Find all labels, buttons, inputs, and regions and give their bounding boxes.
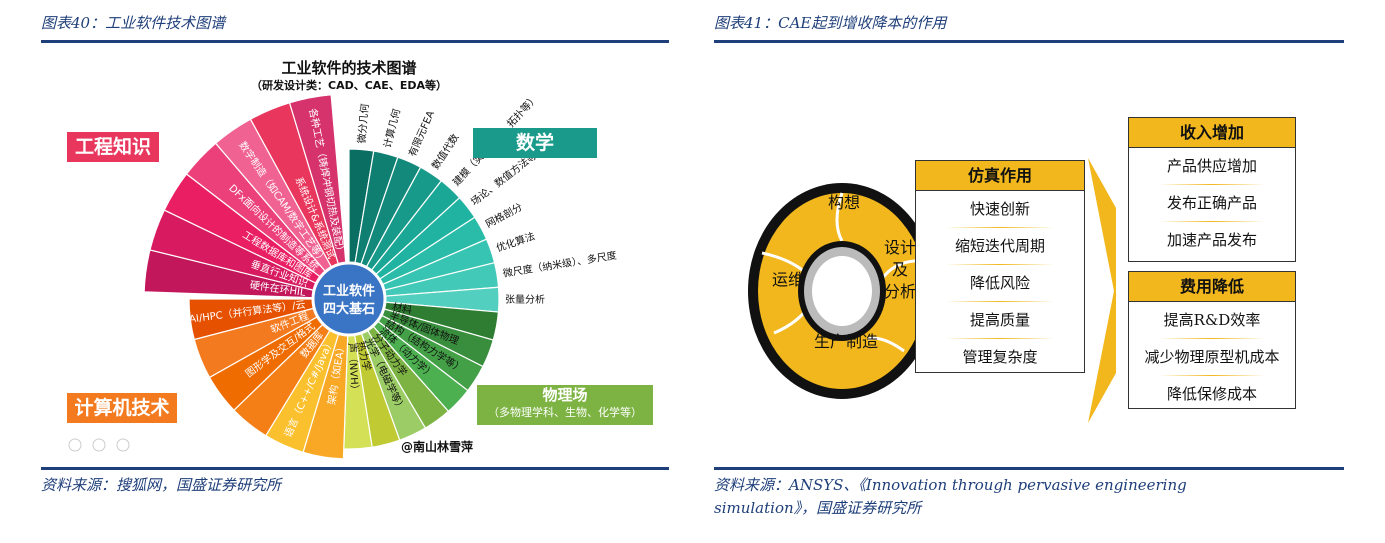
- sim-item: 快速创新: [969, 200, 1030, 218]
- math-label: 数值代数: [429, 131, 462, 172]
- flag-math: 数学: [473, 128, 597, 158]
- sim-box-title: 仿真作用: [916, 161, 1084, 191]
- center-label-line2: 四大基石: [323, 301, 375, 317]
- income-item: 加速产品发布: [1166, 231, 1257, 249]
- math-label: 计算几何: [381, 107, 403, 149]
- left-source-rule: [41, 467, 669, 470]
- physics-label: 声（NVH）: [346, 343, 362, 396]
- sim-box: 仿真作用 快速创新 缩短迭代周期 降低风险 提高质量 管理复杂度: [915, 160, 1085, 373]
- zoom-in-icon: [92, 438, 106, 452]
- income-box-title: 收入增加: [1129, 118, 1295, 148]
- cycle-hole: [812, 256, 872, 326]
- arrow-shape: [1088, 158, 1116, 423]
- flag-physics: 物理场 （多物理学科、生物、化学等）: [477, 385, 653, 425]
- math-label: 张量分析: [505, 293, 545, 306]
- flag-computer: 计算机技术: [67, 393, 177, 423]
- math-label: 优化算法: [494, 229, 536, 254]
- right-caption: 图表41：CAE起到增收降本的作用: [714, 14, 947, 32]
- sim-item: 管理复杂度: [962, 348, 1038, 366]
- watermark: @南山林雪萍: [401, 439, 473, 454]
- flag-engineering: 工程知识: [67, 132, 159, 162]
- cycle-dividers: [761, 192, 925, 353]
- cost-box-title: 费用降低: [1129, 272, 1295, 302]
- tech-map-svg: 硬件在环HIL垂直行业知识工程数据库和图库DFx面向设计的制造等系统数字制造（如…: [68, 59, 618, 460]
- cycle-label-design-3: 分析: [884, 282, 916, 301]
- math-label: 微尺度（纳米级）、多尺度: [502, 249, 618, 280]
- sim-item: 提高质量: [969, 311, 1030, 329]
- left-source: 资料来源：搜狐网，国盛证券研究所: [41, 476, 282, 494]
- right-caption-rule: [714, 40, 1344, 43]
- math-label: 微分几何: [355, 103, 371, 144]
- cycle-label-production: 生产制造: [814, 332, 878, 351]
- cycle-label-design-1: 设计: [884, 238, 916, 257]
- cost-item: 降低保修成本: [1166, 385, 1257, 403]
- flag-physics-subtitle: （多物理学科、生物、化学等）: [488, 406, 642, 419]
- map-subtitle: （研发设计类：CAD、CAE、EDA等）: [251, 78, 447, 92]
- math-label: 有限元FEA: [405, 108, 437, 158]
- income-box: 收入增加 产品供应增加 发布正确产品 加速产品发布: [1128, 117, 1296, 262]
- flag-physics-title: 物理场: [542, 386, 588, 404]
- center-label-line1: 工业软件: [323, 283, 375, 299]
- zoom-out-icon: [116, 438, 130, 452]
- cycle-label-ops: 运维: [772, 270, 804, 289]
- cycle-label-concept: 构想: [828, 193, 860, 212]
- left-caption-rule: [41, 40, 669, 43]
- center-hub: [311, 261, 387, 337]
- sim-item: 缩短迭代周期: [954, 237, 1045, 255]
- cycle-label-design-2: 及: [892, 260, 908, 279]
- physics-label: 材料: [391, 300, 413, 316]
- zoom-icon: [68, 438, 82, 452]
- map-title: 工业软件的技术图谱: [281, 59, 416, 77]
- left-caption: 图表40：工业软件技术图谱: [41, 14, 226, 32]
- right-source-line1: 资料来源：ANSYS、《Innovation through pervasive…: [714, 476, 1187, 494]
- cost-item: 减少物理原型机成本: [1144, 348, 1280, 366]
- income-item: 发布正确产品: [1166, 194, 1257, 212]
- income-item: 产品供应增加: [1166, 157, 1257, 175]
- right-source-line2: simulation》，国盛证券研究所: [714, 499, 922, 517]
- cae-figure: 构想 运维 生产制造 设计 及 分析 仿真作用 快速创新 缩短迭代周期 降低风险…: [714, 53, 1344, 463]
- cost-item: 提高R&D效率: [1163, 311, 1261, 329]
- right-source-rule: [714, 467, 1344, 470]
- cae-svg: 构想 运维 生产制造 设计 及 分析: [748, 158, 1116, 423]
- math-label: 网格剖分: [483, 200, 524, 230]
- cost-box: 费用降低 提高R&D效率 减少物理原型机成本 降低保修成本: [1128, 271, 1296, 409]
- sim-item: 降低风险: [969, 274, 1030, 292]
